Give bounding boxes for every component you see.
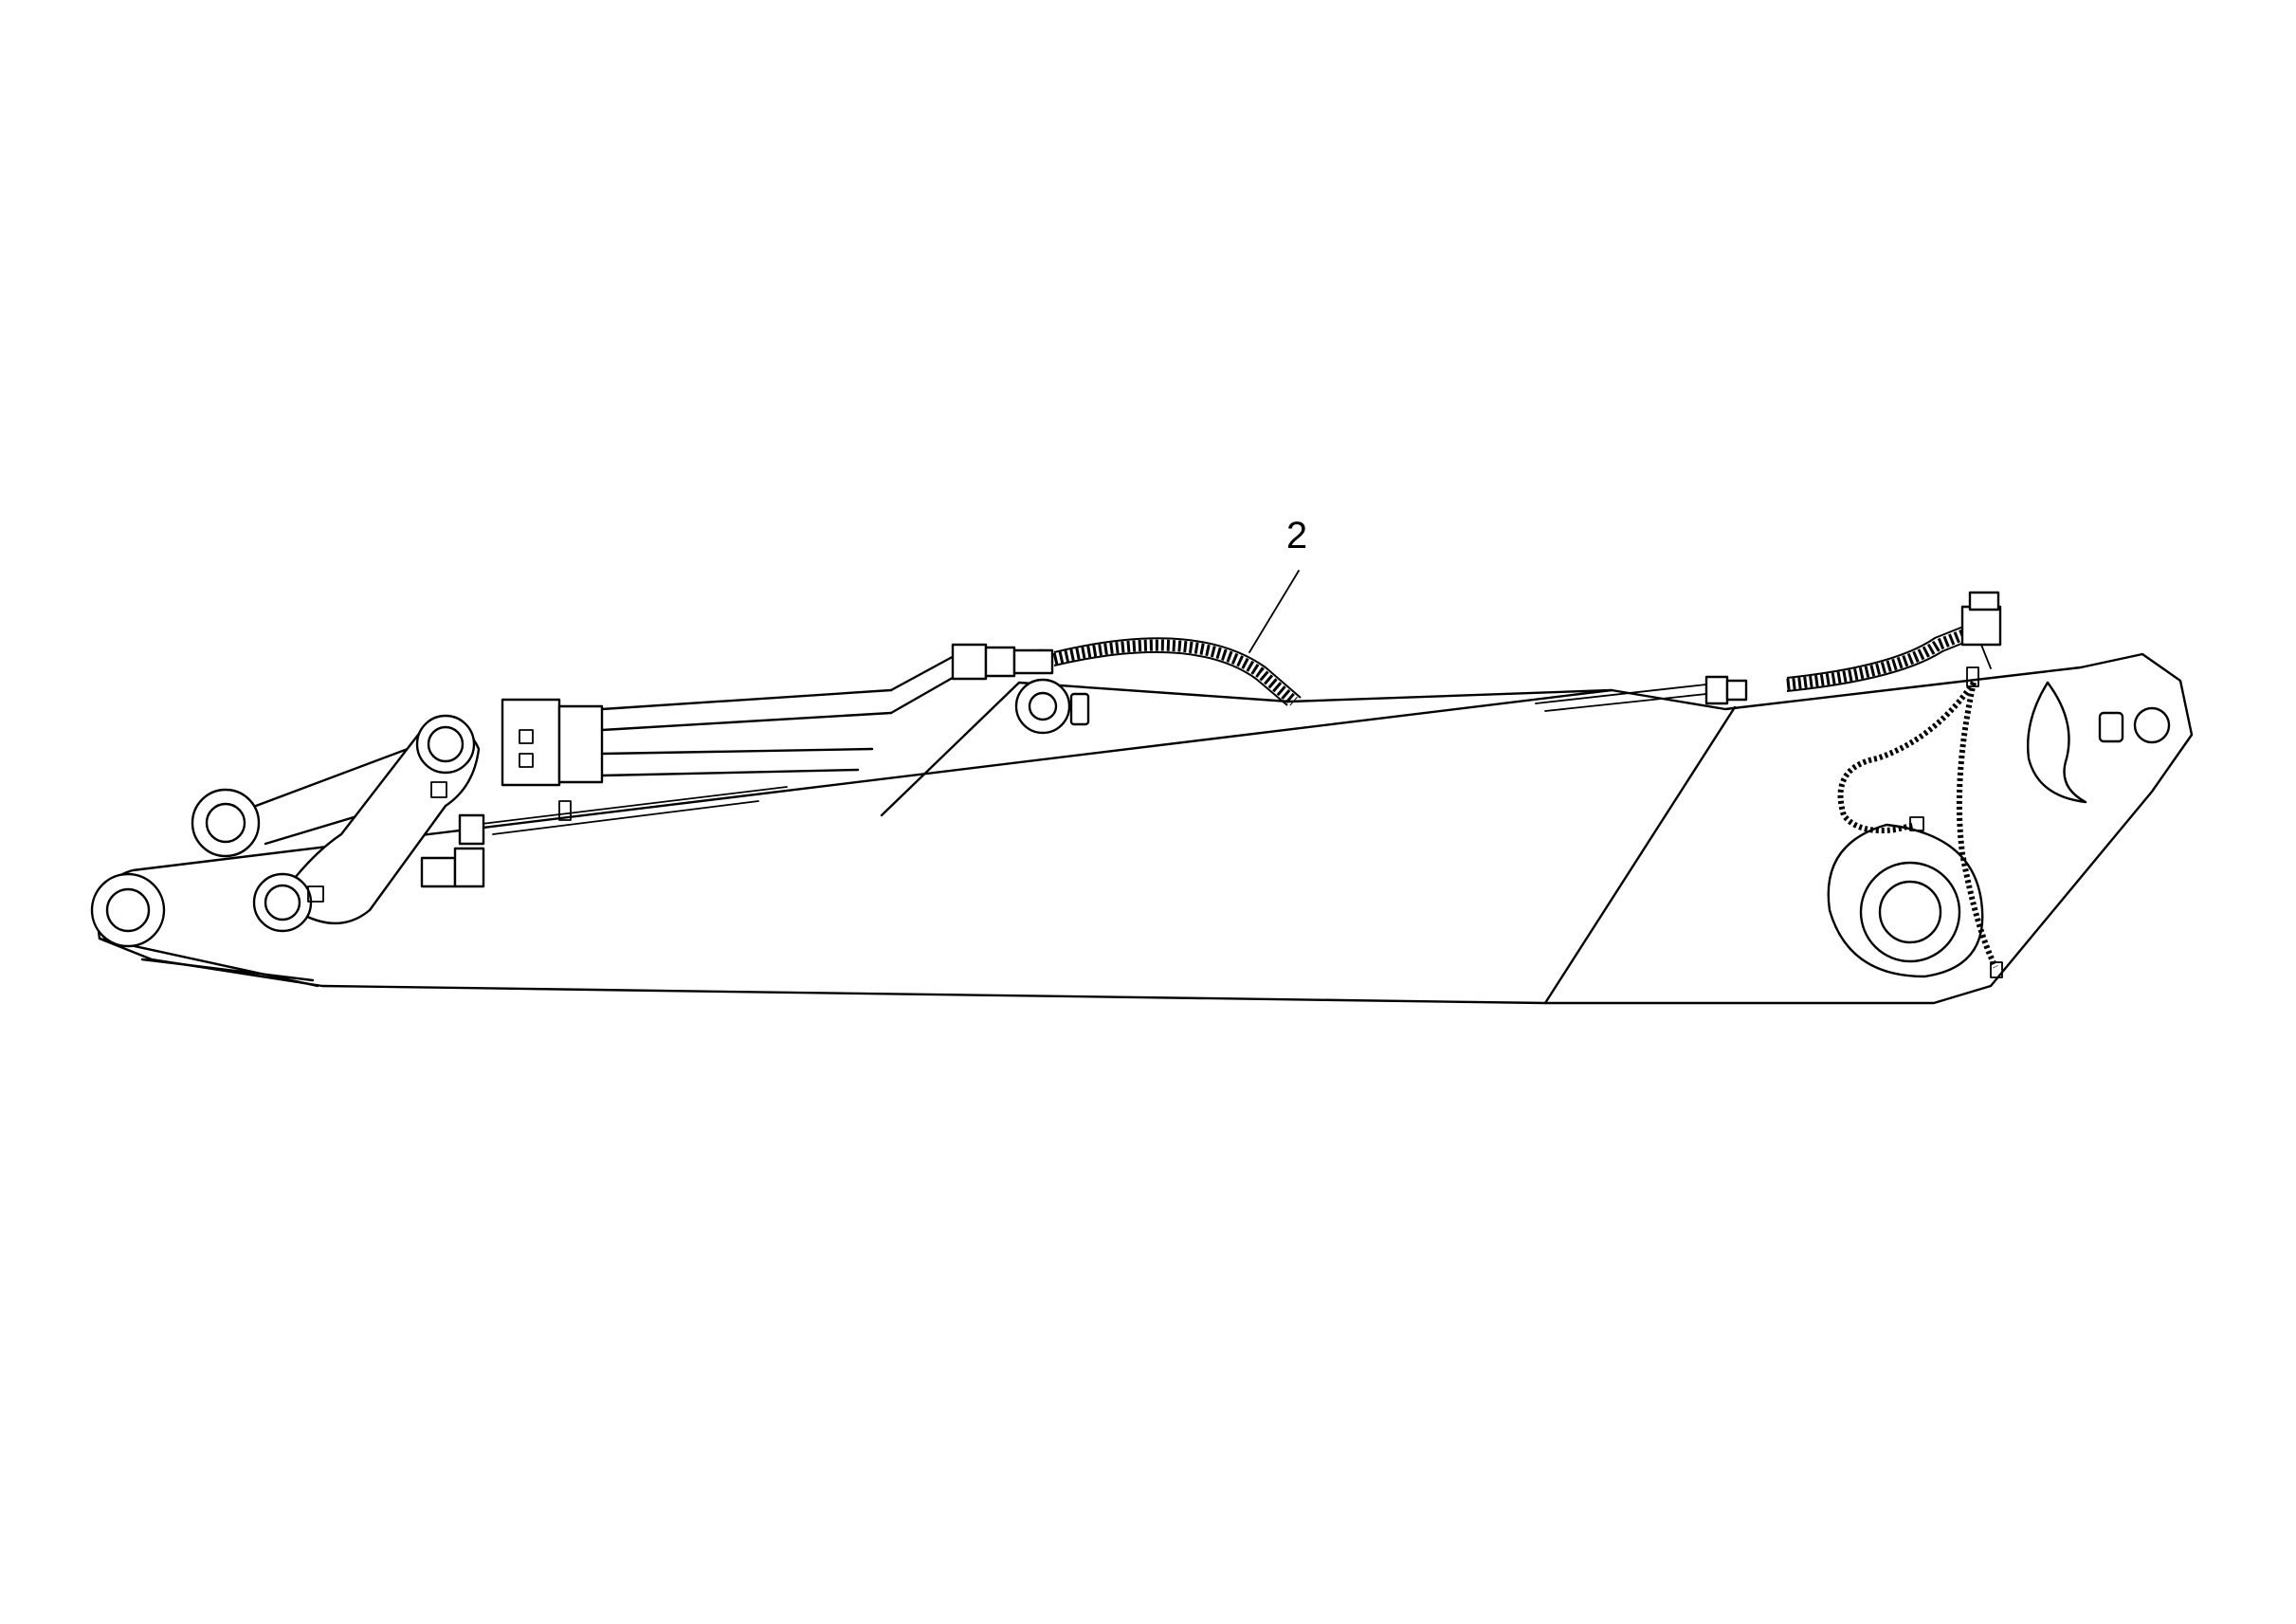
callout-leader-line — [1248, 570, 1300, 653]
callout-label: 2 — [1286, 515, 1307, 557]
rear-hose — [1535, 591, 2003, 978]
callout-2: 2 — [1248, 515, 1307, 653]
front-linkage — [90, 714, 481, 948]
hose — [1052, 637, 1302, 706]
lifting-eye — [1014, 678, 1090, 735]
hydraulic-cylinder — [420, 643, 1054, 888]
